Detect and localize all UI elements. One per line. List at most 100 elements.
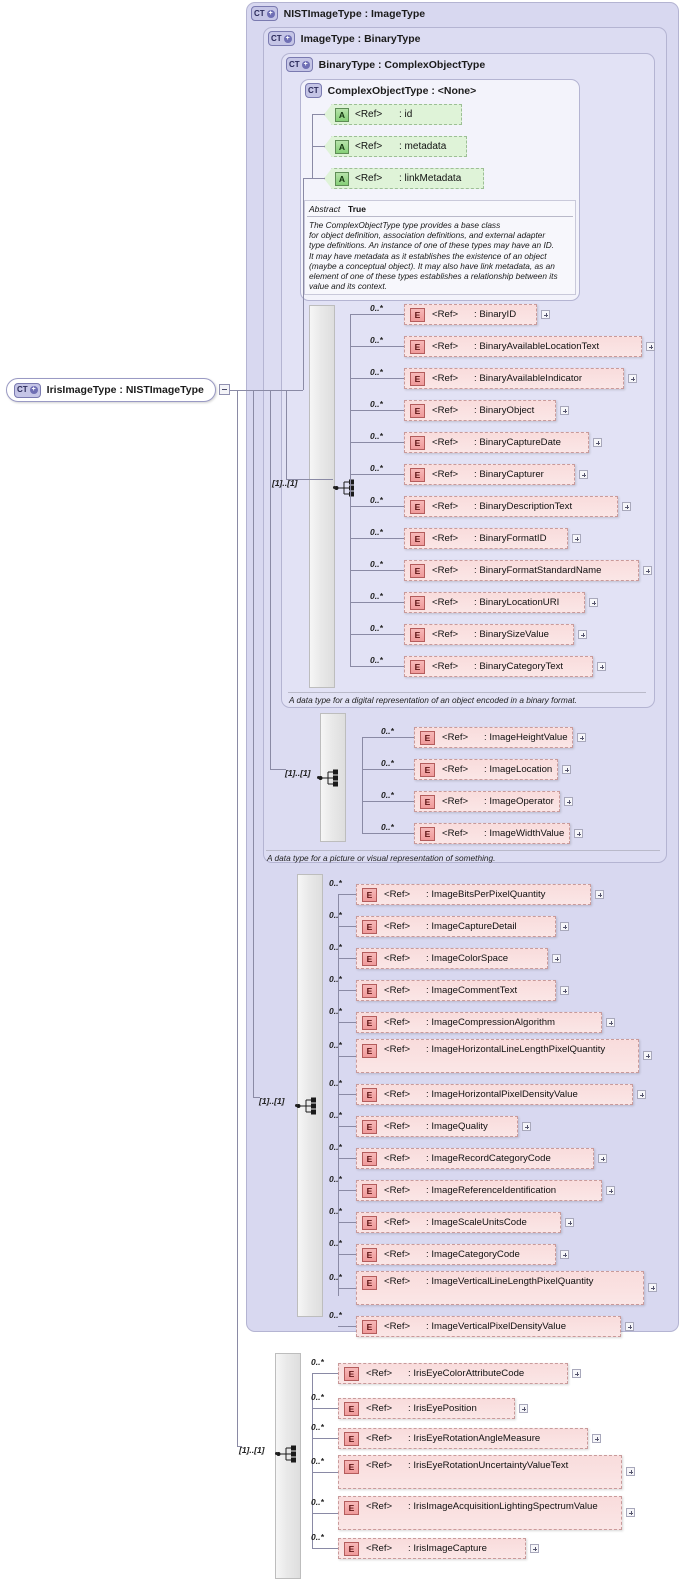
element-name: : BinaryCapturer <box>474 469 544 480</box>
expand-toggle[interactable] <box>564 797 573 806</box>
type-header-complexobjecttype[interactable]: CT ComplexObjectType : <None> <box>305 83 476 98</box>
occurs-label: 0..* <box>381 790 394 800</box>
connector <box>362 737 414 738</box>
cardinality-image: [1]..[1] <box>285 768 311 778</box>
element-row[interactable]: E <Ref> : IrisEyeColorAttributeCode <box>338 1363 568 1384</box>
root-collapse-toggle[interactable] <box>219 384 230 395</box>
expand-toggle[interactable] <box>625 1322 634 1331</box>
expand-toggle[interactable] <box>578 630 587 639</box>
expand-toggle[interactable] <box>579 470 588 479</box>
element-row[interactable]: E <Ref> : ImageVerticalLineLengthPixelQu… <box>356 1271 644 1305</box>
expand-toggle[interactable] <box>541 310 550 319</box>
element-row[interactable]: E <Ref> : ImageCommentText <box>356 980 556 1001</box>
expand-toggle[interactable] <box>637 1090 646 1099</box>
expand-toggle[interactable] <box>577 733 586 742</box>
element-row[interactable]: E <Ref> : BinaryCategoryText <box>404 656 593 677</box>
expand-toggle[interactable] <box>562 765 571 774</box>
attribute-row-id[interactable]: A <Ref> : id <box>324 104 462 125</box>
element-row[interactable]: E <Ref> : BinarySizeValue <box>404 624 574 645</box>
element-row[interactable]: E <Ref> : ImageColorSpace <box>356 948 548 969</box>
expand-toggle[interactable] <box>589 598 598 607</box>
expand-toggle[interactable] <box>598 1154 607 1163</box>
element-row[interactable]: E <Ref> : ImageCompressionAlgorithm <box>356 1012 602 1033</box>
element-row[interactable]: E <Ref> : BinaryCapturer <box>404 464 575 485</box>
element-row[interactable]: E <Ref> : ImageCategoryCode <box>356 1244 556 1265</box>
element-row[interactable]: E <Ref> : ImageRecordCategoryCode <box>356 1148 594 1169</box>
element-row[interactable]: E <Ref> : ImageBitsPerPixelQuantity <box>356 884 591 905</box>
element-name: : BinaryObject <box>474 405 535 416</box>
element-row[interactable]: E <Ref> : ImageWidthValue <box>414 823 570 844</box>
expand-toggle[interactable] <box>606 1186 615 1195</box>
connector <box>362 737 363 833</box>
expand-toggle[interactable] <box>560 986 569 995</box>
element-row[interactable]: E <Ref> : BinaryLocationURI <box>404 592 585 613</box>
expand-toggle[interactable] <box>626 1508 635 1517</box>
element-row[interactable]: E <Ref> : IrisEyeRotationAngleMeasure <box>338 1428 588 1449</box>
occurs-label: 0..* <box>370 527 383 537</box>
root-type-node[interactable]: CT+ IrisImageType : NISTImageType <box>6 378 216 402</box>
element-row[interactable]: E <Ref> : ImageVerticalPixelDensityValue <box>356 1316 621 1337</box>
expand-toggle[interactable] <box>628 374 637 383</box>
element-row[interactable]: E <Ref> : IrisEyeRotationUncertaintyValu… <box>338 1455 622 1489</box>
expand-toggle[interactable] <box>572 534 581 543</box>
element-glyph-icon: E <box>362 1276 377 1290</box>
element-glyph-icon: E <box>420 794 435 809</box>
element-row[interactable]: E <Ref> : ImageScaleUnitsCode <box>356 1212 561 1233</box>
element-row[interactable]: E <Ref> : IrisImageCapture <box>338 1538 526 1559</box>
element-row[interactable]: E <Ref> : BinaryID <box>404 304 537 325</box>
element-row[interactable]: E <Ref> : ImageHorizontalPixelDensityVal… <box>356 1084 633 1105</box>
element-row[interactable]: E <Ref> : BinaryCaptureDate <box>404 432 589 453</box>
element-glyph-icon: E <box>362 1247 377 1262</box>
expand-toggle[interactable] <box>560 406 569 415</box>
element-row[interactable]: E <Ref> : BinaryFormatStandardName <box>404 560 639 581</box>
connector <box>338 1288 356 1289</box>
attribute-row-metadata[interactable]: A <Ref> : metadata <box>324 136 467 157</box>
expand-toggle[interactable] <box>530 1544 539 1553</box>
element-row[interactable]: E <Ref> : BinaryAvailableLocationText <box>404 336 642 357</box>
type-header-binarytype[interactable]: CT+ BinaryType : ComplexObjectType <box>286 57 485 72</box>
element-ref: <Ref> <box>366 1460 393 1471</box>
element-row[interactable]: E <Ref> : ImageReferenceIdentification <box>356 1180 602 1201</box>
expand-toggle[interactable] <box>626 1467 635 1476</box>
expand-toggle[interactable] <box>606 1018 615 1027</box>
expand-toggle[interactable] <box>522 1122 531 1131</box>
expand-toggle[interactable] <box>643 566 652 575</box>
element-row[interactable]: E <Ref> : BinaryObject <box>404 400 556 421</box>
element-row[interactable]: E <Ref> : BinaryDescriptionText <box>404 496 618 517</box>
expand-toggle[interactable] <box>565 1218 574 1227</box>
expand-toggle[interactable] <box>560 1250 569 1259</box>
expand-toggle[interactable] <box>597 662 606 671</box>
expand-toggle[interactable] <box>648 1283 657 1292</box>
element-row[interactable]: E <Ref> : ImageLocation <box>414 759 558 780</box>
attribute-row-linkmetadata[interactable]: A <Ref> : linkMetadata <box>324 168 484 189</box>
expand-toggle[interactable] <box>572 1369 581 1378</box>
expand-toggle[interactable] <box>643 1051 652 1060</box>
expand-toggle[interactable] <box>552 954 561 963</box>
expand-toggle[interactable] <box>574 829 583 838</box>
occurs-label: 0..* <box>370 463 383 473</box>
element-glyph-icon: E <box>344 1401 359 1416</box>
type-header-imagetype[interactable]: CT+ ImageType : BinaryType <box>268 31 420 46</box>
element-row[interactable]: E <Ref> : ImageQuality <box>356 1116 518 1137</box>
element-name: : ImageLocation <box>484 764 553 775</box>
element-row[interactable]: E <Ref> : ImageHorizontalLineLengthPixel… <box>356 1039 639 1073</box>
expand-toggle[interactable] <box>592 1434 601 1443</box>
element-row[interactable]: E <Ref> : BinaryAvailableIndicator <box>404 368 624 389</box>
cardinality-binary: [1]..[1] <box>272 478 298 488</box>
expand-toggle[interactable] <box>595 890 604 899</box>
element-name: : ImageReferenceIdentification <box>426 1185 557 1196</box>
element-row[interactable]: E <Ref> : BinaryFormatID <box>404 528 568 549</box>
expand-toggle[interactable] <box>593 438 602 447</box>
element-row[interactable]: E <Ref> : IrisImageAcquisitionLightingSp… <box>338 1496 622 1530</box>
element-row[interactable]: E <Ref> : IrisEyePosition <box>338 1398 515 1419</box>
element-row[interactable]: E <Ref> : ImageHeightValue <box>414 727 573 748</box>
expand-toggle[interactable] <box>622 502 631 511</box>
expand-toggle[interactable] <box>560 922 569 931</box>
type-header-nistimagetype[interactable]: CT+ NISTImageType : ImageType <box>251 6 425 21</box>
element-row[interactable]: E <Ref> : ImageOperator <box>414 791 560 812</box>
expand-toggle[interactable] <box>519 1404 528 1413</box>
abstract-value: True <box>348 204 366 214</box>
expand-toggle[interactable] <box>646 342 655 351</box>
element-row[interactable]: E <Ref> : ImageCaptureDetail <box>356 916 556 937</box>
abstract-label: Abstract <box>309 204 341 214</box>
